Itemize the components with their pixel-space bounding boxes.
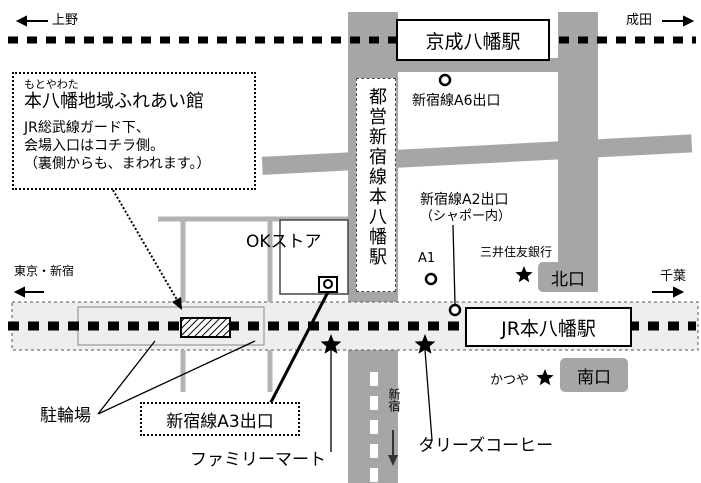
ok-store-building: [279, 219, 349, 295]
shinjuku-direction-label: 新宿: [387, 388, 401, 412]
keisei-yawata-station: 京成八幡駅: [396, 19, 550, 61]
keisei-station-label: 京成八幡駅: [425, 30, 521, 53]
venue-furigana: もとやわた: [24, 78, 79, 91]
south-exit-label: 南口: [577, 367, 611, 388]
exit-a1-marker: [424, 272, 438, 286]
north-exit-label: 北口: [551, 269, 585, 290]
toei-shinjuku-line-station: 都営新宿線本八幡駅: [356, 78, 396, 292]
subway-centerline: [370, 372, 378, 482]
bank-label: 三井住友銀行: [480, 245, 553, 259]
jr-station-label: JR本八幡駅: [501, 317, 596, 340]
leader-lines: [97, 224, 456, 452]
tullys-star: [414, 334, 436, 354]
road-north-horizontal: [261, 134, 693, 175]
family-mart-label: ファミリーマート: [190, 450, 326, 470]
venue-note-2: 会場入口はコチラ側。: [24, 138, 164, 154]
exit-a1-label: A1: [418, 251, 436, 266]
north-exit-badge: 北口: [538, 262, 598, 292]
direction-tokyo-shinjuku: 東京・新宿: [14, 264, 75, 278]
venue-note-1: JR総武線ガード下、: [24, 120, 150, 136]
katsuya-star: [536, 369, 554, 386]
exit-a3-callout: 新宿線A3出口: [140, 402, 300, 436]
venue-name: 本八幡地域ふれあい館: [24, 91, 204, 112]
exit-a2-marker: [448, 303, 462, 317]
tullys-label: タリーズコーヒー: [418, 436, 554, 456]
exit-markers: [424, 73, 462, 317]
venue-leader: [112, 189, 181, 306]
direction-arrows: [13, 15, 695, 298]
bicycle-parking-label: 駐輪場: [40, 406, 91, 426]
a3-leader: [266, 291, 330, 409]
south-exit-badge: 南口: [560, 358, 628, 392]
direction-ueno: 上野: [52, 13, 79, 28]
road-upper-horizontal: [398, 58, 558, 72]
subway-station-label: 都営新宿線本八幡駅: [366, 87, 387, 267]
exit-a2-label: 新宿線A2出口: [420, 192, 509, 208]
venue-callout: もとやわた 本八幡地域ふれあい館 JR総武線ガード下、 会場入口はコチラ側。 （…: [12, 72, 256, 190]
landmark-stars: [320, 266, 554, 386]
venue-block: [180, 317, 231, 338]
venue-note-3: （裏側からも、まわれます。）: [24, 156, 211, 172]
direction-chiba: 千葉: [660, 269, 687, 284]
exit-a2-sub-label: （シャポー内）: [420, 209, 512, 224]
exit-a6-label: 新宿線A6出口: [412, 93, 501, 109]
exit-a6-marker: [438, 73, 452, 87]
bank-star: [515, 266, 533, 283]
exit-a3-label: 新宿線A3出口: [166, 411, 274, 432]
katsuya-label: かつや: [490, 373, 530, 388]
ok-store-label: OKストア: [246, 232, 322, 252]
side-streets: [158, 216, 348, 392]
jr-motoyawata-station: JR本八幡駅: [465, 307, 632, 347]
family-mart-star: [320, 334, 342, 354]
direction-narita: 成田: [626, 13, 653, 28]
